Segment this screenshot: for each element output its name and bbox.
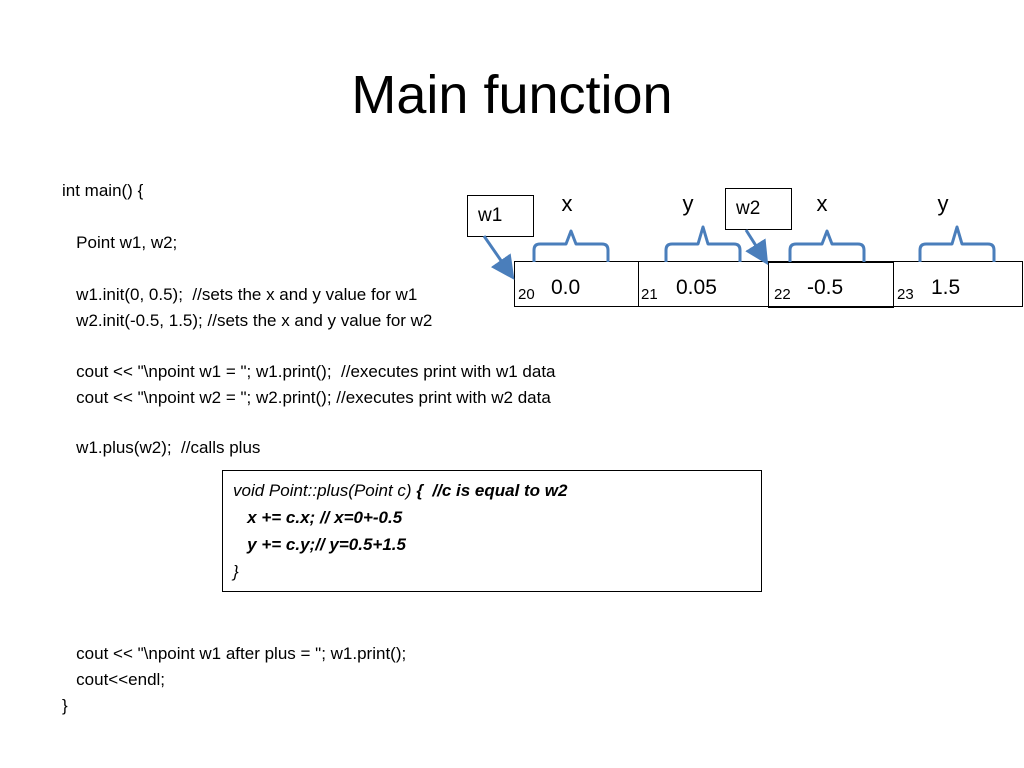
memory-value: 1.5 bbox=[931, 276, 961, 299]
w1-label-box: w1 bbox=[467, 195, 534, 237]
popup-line: } bbox=[233, 562, 239, 581]
code-line: cout << "\npoint w1 after plus = "; w1.p… bbox=[62, 644, 407, 663]
bracket-w1-y bbox=[664, 225, 742, 262]
memory-value: 0.0 bbox=[551, 276, 581, 299]
bracket-w2-y bbox=[918, 225, 996, 262]
memory-value: 0.05 bbox=[676, 276, 717, 299]
popup-comment: { //c is equal to w2 bbox=[416, 481, 568, 500]
bracket-w2-x bbox=[788, 229, 866, 262]
field-label-y: y bbox=[937, 191, 949, 216]
code-line: cout << "\npoint w1 = "; w1.print(); //e… bbox=[62, 362, 556, 381]
bracket-w1-x bbox=[532, 229, 610, 262]
popup-signature: void Point::plus(Point c) bbox=[233, 481, 417, 500]
pointer-arrow-w1 bbox=[482, 235, 515, 280]
code-line: int main() { bbox=[62, 181, 144, 200]
w2-label: w2 bbox=[736, 198, 761, 219]
code-line: w2.init(-0.5, 1.5); //sets the x and y v… bbox=[62, 311, 433, 330]
memory-cell-22 bbox=[768, 262, 894, 308]
w2-label-box: w2 bbox=[725, 188, 792, 230]
code-line: cout << "\npoint w2 = "; w2.print(); //e… bbox=[62, 388, 551, 407]
field-label-y: y bbox=[682, 191, 694, 216]
code-line: w1.plus(w2); //calls plus bbox=[62, 438, 261, 457]
memory-value: -0.5 bbox=[807, 276, 844, 299]
memory-address: 20 bbox=[518, 286, 535, 303]
popup-line: y += c.y;// y=0.5+1.5 bbox=[233, 535, 406, 554]
field-label-x: x bbox=[816, 191, 828, 216]
code-line: cout<<endl; bbox=[62, 670, 166, 689]
w1-label: w1 bbox=[478, 205, 503, 226]
pointer-arrow-w2 bbox=[744, 229, 769, 266]
field-label-x: x bbox=[561, 191, 573, 216]
memory-address: 22 bbox=[774, 286, 791, 303]
memory-address: 23 bbox=[897, 286, 914, 303]
code-line: w1.init(0, 0.5); //sets the x and y valu… bbox=[62, 285, 418, 304]
memory-cell-20 bbox=[514, 261, 639, 307]
plus-function-box: void Point::plus(Point c) { //c is equal… bbox=[222, 470, 762, 592]
code-line: } bbox=[62, 696, 68, 715]
page-title: Main function bbox=[351, 65, 673, 125]
code-line: Point w1, w2; bbox=[62, 233, 178, 252]
popup-line: void Point::plus(Point c) { //c is equal… bbox=[233, 480, 567, 502]
memory-address: 21 bbox=[641, 286, 658, 303]
popup-line: x += c.x; // x=0+-0.5 bbox=[233, 508, 403, 527]
